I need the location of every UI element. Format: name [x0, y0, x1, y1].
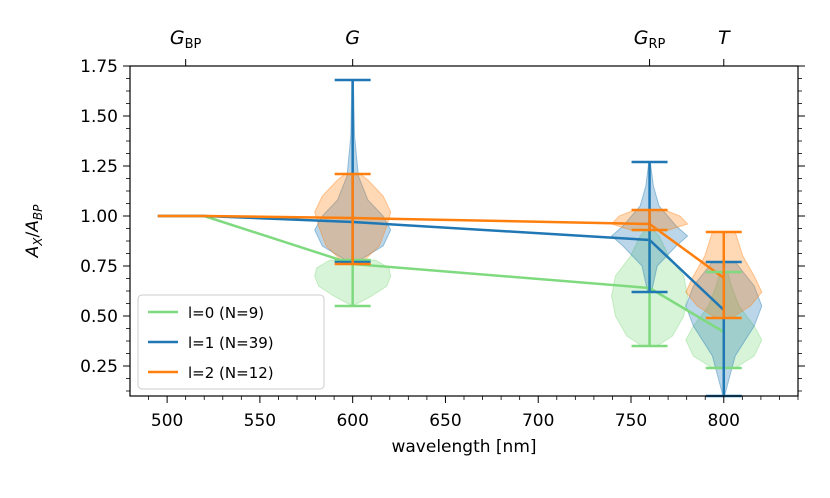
legend-label-0: l=0 (N=9) [188, 304, 264, 322]
ylabel-num-sub: X [31, 237, 45, 247]
y-tick-label: 1.00 [80, 207, 118, 227]
top-axis-label-1: G [345, 27, 360, 49]
y-tick-label: 0.25 [80, 357, 118, 377]
ylabel-den: A [23, 220, 43, 233]
x-axis-label: wavelength [nm] [391, 437, 536, 457]
ticks-layer: 500 550 600 650 700 750 800 0.25 0.50 0.75 1.00 1.2… [80, 57, 805, 431]
top-axis-label-0: GBP [170, 27, 202, 52]
y-axis-label: AX/ABP [23, 204, 45, 258]
top-axis-label-main: G [634, 27, 649, 49]
y-tick-label: 1.75 [80, 57, 118, 77]
ylabel-num: A [23, 246, 43, 259]
ylabel-den-sub: BP [31, 204, 45, 220]
y-tick-label: 0.75 [80, 257, 118, 277]
top-axis-label-main: G [170, 27, 185, 49]
x-tick-label: 750 [615, 411, 647, 431]
legend: l=0 (N=9) l=1 (N=39) l=2 (N=12) [137, 294, 325, 390]
top-axis-label-3: T [718, 27, 731, 49]
legend-label-1: l=1 (N=39) [188, 334, 274, 352]
top-axis-label-main: T [718, 27, 731, 49]
x-tick-label: 700 [522, 411, 554, 431]
y-tick-label: 0.50 [80, 307, 118, 327]
top-axis-label-2: GRP [634, 27, 666, 52]
top-axis-label-sub: BP [185, 37, 202, 52]
top-axis-label-main: G [345, 27, 360, 49]
violins-layer [314, 79, 763, 397]
top-axis-label-sub: RP [648, 37, 665, 52]
x-tick-label: 500 [151, 411, 183, 431]
x-tick-label: 550 [244, 411, 276, 431]
errorbars-layer [334, 78, 742, 398]
ylabel-slash: / [23, 231, 43, 237]
x-tick-label: 650 [429, 411, 461, 431]
x-tick-label: 800 [708, 411, 740, 431]
x-tick-label: 600 [336, 411, 368, 431]
legend-label-2: l=2 (N=12) [188, 364, 274, 382]
y-tick-label: 1.50 [80, 107, 118, 127]
y-tick-label: 1.25 [80, 157, 118, 177]
legend-box [137, 294, 325, 390]
